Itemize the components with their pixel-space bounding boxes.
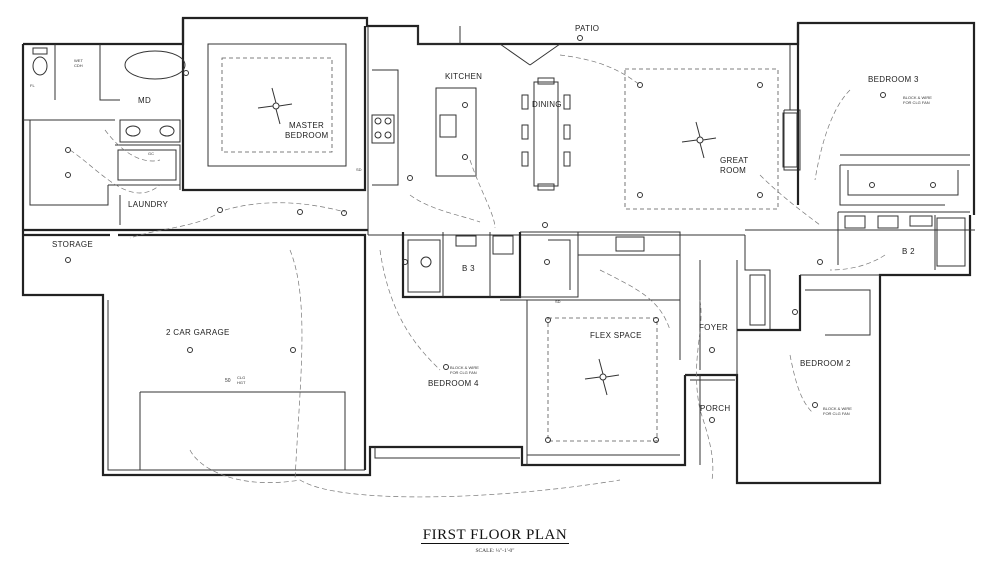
- note-block-b3-1: BLOCK & WIRE: [903, 95, 932, 100]
- note-block-b3-2: FOR CLG FAN: [903, 100, 930, 105]
- label-bedroom3: BEDROOM 3: [868, 75, 919, 84]
- note-wet: WET: [74, 58, 83, 63]
- label-dining: DINING: [532, 100, 562, 109]
- plan-scale: SCALE: ¼"-1'-0": [475, 548, 515, 554]
- note-block-b4-2: FOR CLG FAN: [450, 370, 477, 375]
- label-great-room-1: GREAT: [720, 156, 748, 165]
- label-foyer: FOYER: [699, 323, 728, 332]
- note-sd-2: SD: [555, 299, 561, 304]
- note-block-b2-2: FOR CLG FAN: [823, 411, 850, 416]
- fixtures: [32, 47, 966, 396]
- label-storage: STORAGE: [52, 240, 93, 249]
- label-b3: B 3: [462, 264, 475, 273]
- label-bedroom4: BEDROOM 4: [428, 379, 479, 388]
- label-porch: PORCH: [700, 404, 730, 413]
- note-50: 50: [225, 378, 231, 384]
- note-sd-1: SD: [356, 167, 362, 172]
- ceiling-fan-flex: [584, 358, 620, 396]
- label-master-1: MASTER: [289, 121, 324, 130]
- tray-ceilings: [207, 43, 779, 442]
- room-labels: PATIO KITCHEN DINING GREAT ROOM BEDROOM …: [52, 24, 919, 413]
- ceiling-fan-master: [257, 87, 293, 125]
- label-kitchen: KITCHEN: [445, 72, 482, 81]
- label-laundry: LAUNDRY: [128, 200, 169, 209]
- note-cdh: CDH: [74, 63, 83, 68]
- note-hgt: HGT: [237, 380, 246, 385]
- annotations: WET CDH BLOCK & WIRE FOR CLG FAN BLOCK &…: [30, 58, 932, 416]
- note-gc: GC: [148, 151, 154, 156]
- label-bedroom2: BEDROOM 2: [800, 359, 851, 368]
- outlet-symbols: [65, 35, 936, 443]
- ceiling-fan-great: [681, 121, 717, 159]
- label-great-room-2: ROOM: [720, 166, 746, 175]
- interior-walls: [23, 18, 975, 470]
- label-flex: FLEX SPACE: [590, 331, 642, 340]
- label-b2: B 2: [902, 247, 915, 256]
- note-block-b4-1: BLOCK & WIRE: [450, 365, 479, 370]
- plan-title: FIRST FLOOR PLAN: [420, 527, 570, 544]
- note-clg: CLG: [237, 375, 245, 380]
- label-md: MD: [138, 96, 151, 105]
- label-patio: PATIO: [575, 24, 599, 33]
- note-block-b2-1: BLOCK & WIRE: [823, 406, 852, 411]
- electrical-runs: [69, 54, 886, 498]
- note-fl: FL: [30, 83, 35, 88]
- label-garage: 2 CAR GARAGE: [166, 328, 230, 337]
- label-master-2: BEDROOM: [285, 131, 328, 140]
